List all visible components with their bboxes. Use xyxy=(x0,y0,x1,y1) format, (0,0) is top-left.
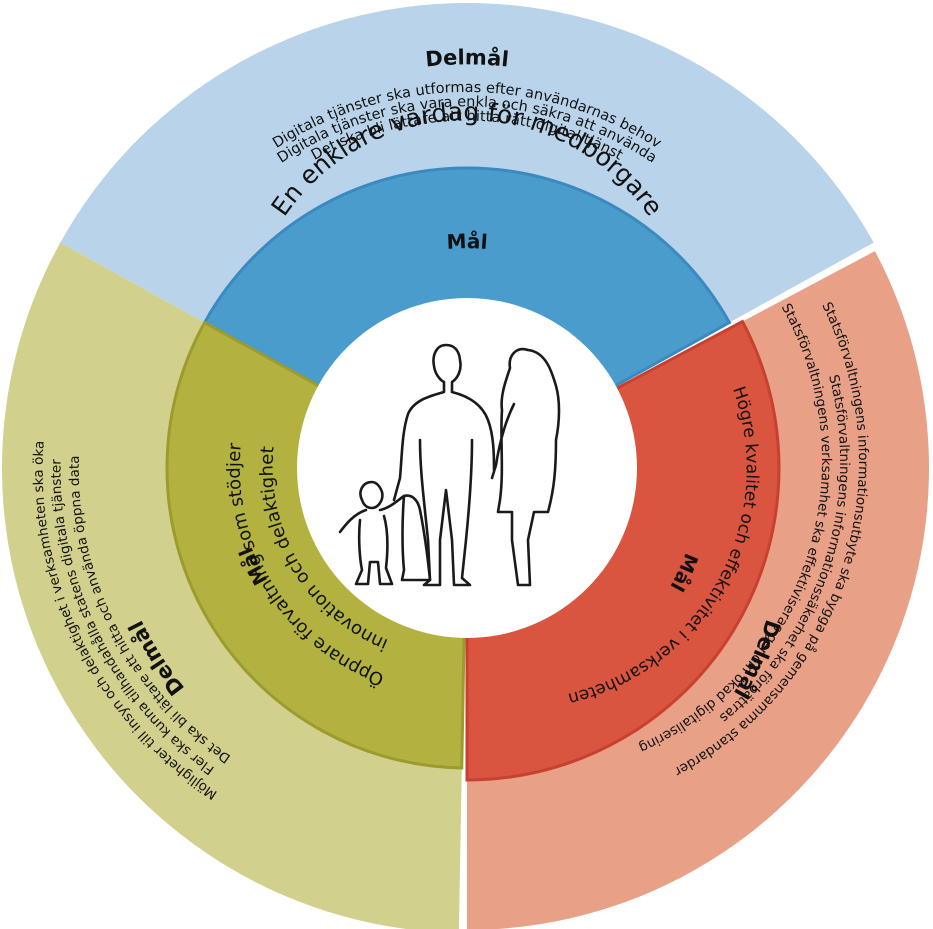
right-outer-sector xyxy=(467,251,929,929)
woman-figure xyxy=(490,347,561,587)
top-outer-title: Delmål xyxy=(424,45,510,72)
man-figure xyxy=(392,343,496,587)
top-inner-title: Mål xyxy=(446,229,488,254)
center-disc xyxy=(297,298,637,638)
child-figure xyxy=(338,480,406,586)
dress-figure xyxy=(400,494,432,582)
left-outer-sector xyxy=(2,242,462,929)
family-silhouette-icon xyxy=(338,343,561,587)
